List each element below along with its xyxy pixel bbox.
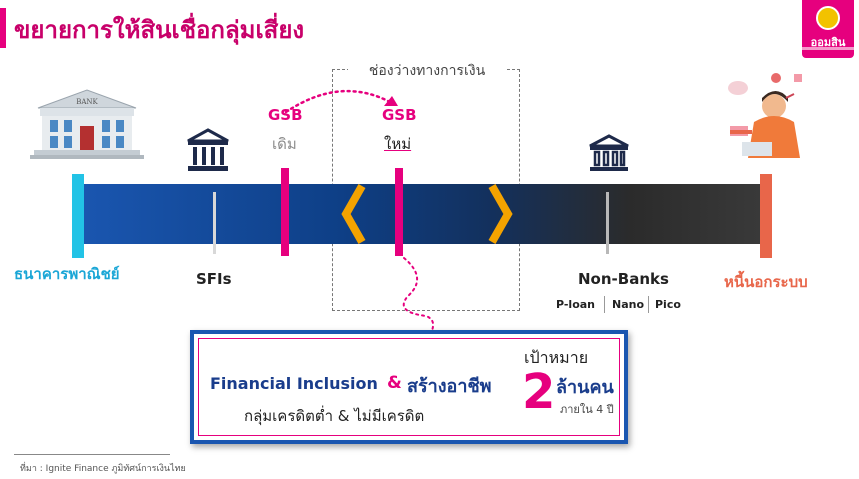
nonbank-divider — [604, 296, 605, 313]
commercial-bank-building-icon: BANK — [30, 89, 144, 159]
source-footnote: ที่มา : Ignite Finance ภูมิทัศน์การเงินไ… — [20, 464, 186, 474]
gsb-new-sublabel: ใหม่ — [384, 135, 412, 153]
gsb-new-label: GSB — [382, 106, 417, 124]
footnote-divider — [14, 454, 170, 455]
sfi-bank-icon — [187, 128, 229, 171]
gsb-new-marker — [395, 168, 403, 256]
financial-gap-label: ช่องว่างทางการเงิน — [368, 63, 486, 79]
target-label: เป้าหมาย — [524, 348, 589, 367]
informal-debt-label: หนี้นอกระบบ — [724, 273, 808, 291]
logo-text: ออมสิน — [810, 36, 846, 49]
page-title: ขยายการให้สินเชื่อกลุ่มเสี่ยง — [14, 16, 305, 44]
title-accent-bar — [0, 8, 6, 48]
target-period: ภายใน 4 ปี — [560, 403, 614, 416]
bank-sign: BANK — [76, 98, 98, 106]
target-group-text: กลุ่มเครดิตต่ำ & ไม่มีเครดิต — [244, 407, 425, 425]
nonbanks-label: Non-Banks — [578, 270, 669, 288]
nonbanks-marker — [606, 192, 609, 254]
target-number: 2 — [522, 364, 556, 420]
gsb-shift-arrow-icon — [284, 89, 398, 114]
gap-right-chevron-icon — [488, 184, 513, 244]
gsb-old-sublabel: เดิม — [272, 135, 297, 153]
nonbank-type-pico: Pico — [655, 298, 681, 311]
headline-english: Financial Inclusion — [210, 374, 378, 393]
nonbank-type-ploan: P-loan — [556, 298, 596, 311]
headline-thai: สร้างอาชีพ — [407, 376, 492, 397]
nonbank-type-nano: Nano — [612, 298, 645, 311]
commercial-bank-marker — [72, 174, 84, 258]
informal-debt-marker — [760, 174, 772, 258]
headline-ampersand: & — [387, 373, 402, 393]
logo-underline — [802, 47, 854, 50]
sfis-marker — [213, 192, 216, 254]
gsb-old-label: GSB — [268, 106, 303, 124]
financial-gap-box-bottom — [332, 310, 520, 311]
gsb-logo: ออมสิน — [802, 0, 854, 58]
commercial-bank-label: ธนาคารพาณิชย์ — [14, 265, 120, 283]
gap-label-background — [348, 60, 506, 78]
financial-spectrum-bar — [80, 184, 768, 244]
debt-stressed-person-icon — [728, 73, 802, 158]
gsb-old-marker — [281, 168, 289, 256]
nonbank-bank-icon — [589, 134, 629, 171]
gap-left-chevron-icon — [341, 184, 366, 244]
sfis-label: SFIs — [196, 270, 232, 288]
seal-icon — [816, 6, 840, 30]
target-info-box: Financial Inclusion & สร้างอาชีพ กลุ่มเค… — [190, 330, 628, 444]
target-info-inner-border — [198, 338, 620, 436]
nonbank-divider — [648, 296, 649, 313]
target-unit: ล้านคน — [556, 377, 614, 398]
